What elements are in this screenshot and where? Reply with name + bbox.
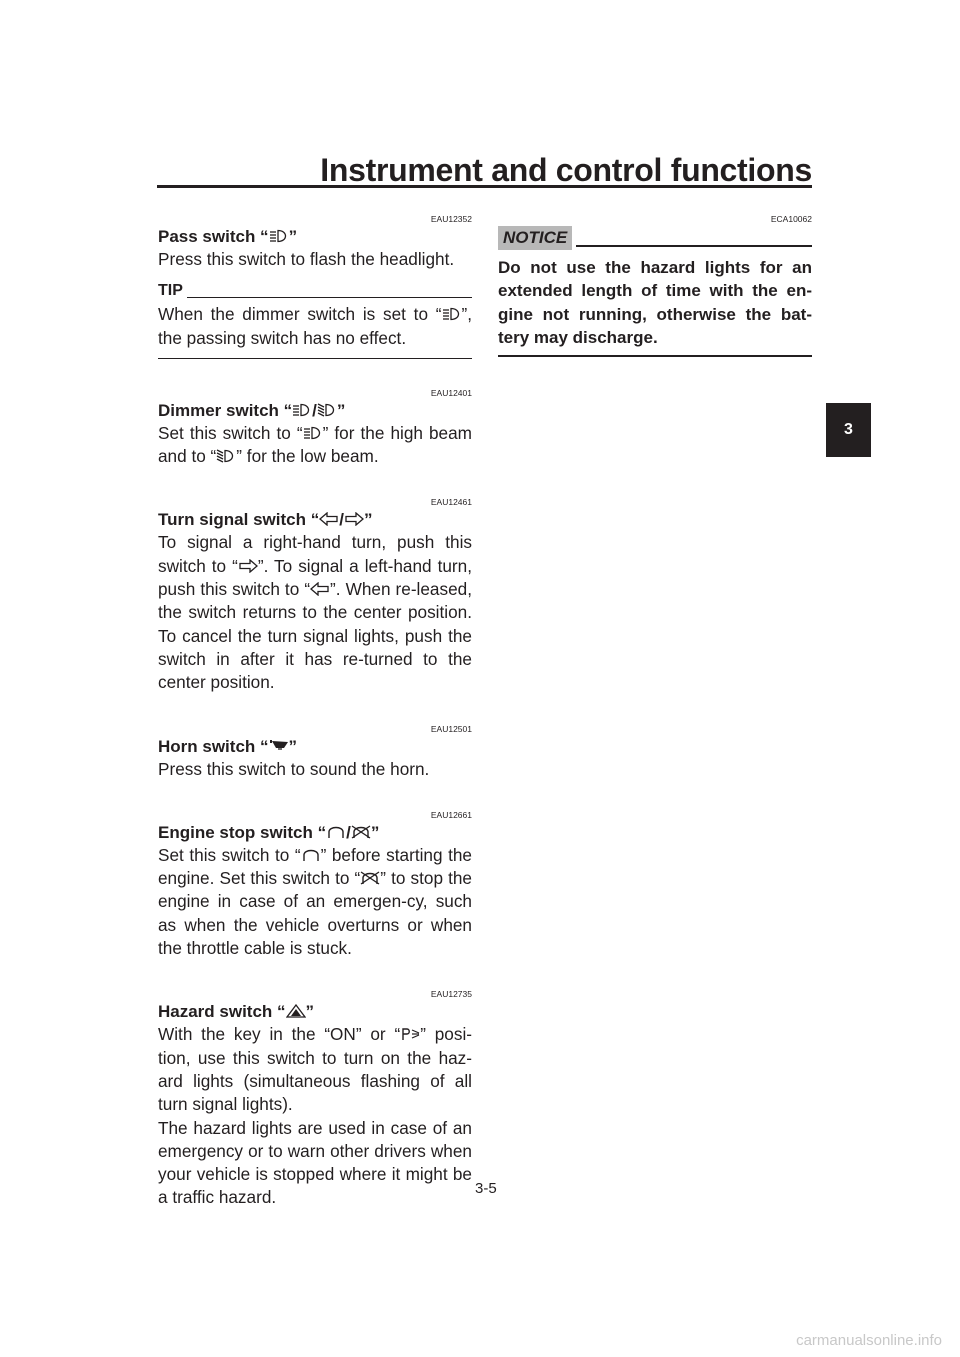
- notice-header: NOTICE: [498, 226, 812, 250]
- left-column: EAU12352 Pass switch “” Press this switc…: [158, 213, 472, 1238]
- high-beam-icon: [303, 426, 323, 440]
- low-beam-icon: [216, 449, 236, 463]
- engine-stop-icon: [360, 871, 380, 885]
- section-title: Horn switch “”: [158, 736, 298, 756]
- turn-right-icon: [238, 559, 258, 573]
- page-number: 3-5: [475, 1180, 497, 1197]
- section-title: Dimmer switch “/”: [158, 400, 346, 420]
- engine-run-icon: [326, 825, 346, 839]
- hazard-icon: [286, 1004, 306, 1018]
- notice-rule: [576, 245, 812, 247]
- notice-code: ECA10062: [770, 214, 812, 224]
- tip-end-rule: [158, 357, 472, 359]
- engine-stop-icon: [351, 825, 371, 839]
- section-text: To signal a right-hand turn, push this s…: [158, 532, 472, 693]
- section-code: EAU12735: [430, 989, 472, 1000]
- tip-rule: [186, 297, 472, 299]
- notice-text: Do not use the hazard lights for an exte…: [498, 258, 812, 347]
- notice-label: NOTICE: [498, 226, 573, 250]
- section-text: The hazard lights are used in case of an…: [158, 1117, 472, 1208]
- section-pass-switch: EAU12352 Pass switch “” Press this switc…: [158, 213, 472, 359]
- section-text: Press this switch to sound the horn.: [158, 758, 430, 779]
- section-dimmer-switch: EAU12401 Dimmer switch “/” Set this swit…: [158, 387, 472, 469]
- turn-left-icon: [310, 582, 330, 596]
- title-rule: [157, 185, 812, 188]
- high-beam-icon: [292, 403, 312, 417]
- section-title: Pass switch “”: [158, 227, 298, 246]
- section-code: EAU12461: [430, 497, 472, 508]
- section-code: EAU12661: [430, 809, 472, 820]
- turn-right-icon: [344, 512, 364, 526]
- high-beam-icon: [269, 229, 289, 243]
- parking-icon: [400, 1027, 420, 1041]
- section-hazard-switch: EAU12735 Hazard switch “” With the key i…: [158, 988, 472, 1209]
- engine-run-icon: [301, 848, 321, 862]
- section-text: With the key in the “ON” or “” posi-tion…: [158, 1024, 472, 1115]
- right-column: ECA10062 NOTICE Do not use the hazard li…: [498, 213, 812, 358]
- section-title: Turn signal switch “/”: [158, 510, 373, 530]
- watermark: carmanualsonline.info: [796, 1332, 942, 1349]
- section-text: Set this switch to “” before starting th…: [158, 844, 472, 959]
- section-engine-stop-switch: EAU12661 Engine stop switch “/” Set this…: [158, 809, 472, 960]
- section-title: Engine stop switch “/”: [158, 822, 380, 842]
- chapter-tab: 3: [826, 403, 871, 457]
- turn-left-icon: [319, 512, 339, 526]
- section-title: Hazard switch “”: [158, 1002, 315, 1022]
- section-horn-switch: EAU12501 Horn switch “” Press this switc…: [158, 723, 472, 781]
- section-turn-signal-switch: EAU12461 Turn signal switch “/” To signa…: [158, 496, 472, 694]
- section-code: EAU12401: [430, 387, 472, 398]
- section-code: EAU12501: [430, 723, 472, 734]
- notice-end-rule: [498, 355, 812, 358]
- section-text: Set this switch to “” for the high beam …: [158, 422, 472, 467]
- page-title: Instrument and control functions: [320, 152, 812, 188]
- high-beam-icon: [442, 307, 462, 321]
- tip-box: TIP When the dimmer switch is set to “”,…: [158, 281, 472, 359]
- low-beam-icon: [317, 403, 337, 417]
- tip-label: TIP: [158, 282, 183, 300]
- section-text: Press this switch to flash the headlight…: [158, 249, 455, 269]
- section-code: EAU12352: [430, 214, 472, 224]
- tip-text: When the dimmer switch is set to “”, the…: [158, 304, 472, 348]
- horn-icon: [269, 739, 289, 753]
